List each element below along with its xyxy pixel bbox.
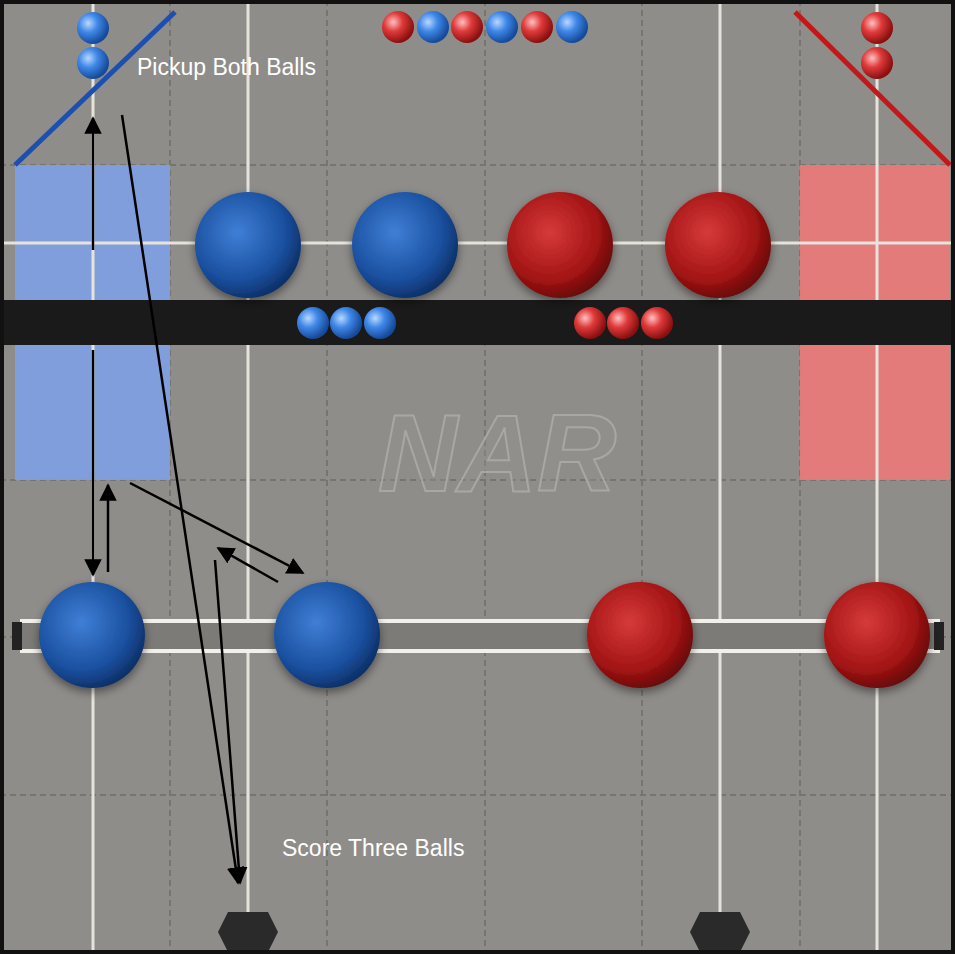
step-note: Pickup Both Balls (137, 55, 316, 80)
step-note: Score Three Balls (282, 836, 464, 861)
watermark: NAR (378, 392, 616, 513)
